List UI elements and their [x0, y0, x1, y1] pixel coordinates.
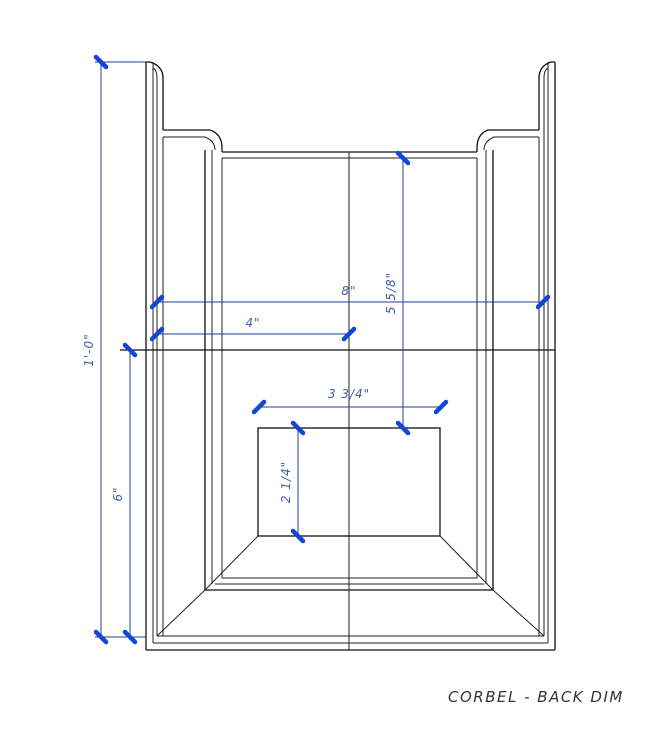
tick-full-right [535, 294, 551, 310]
tick-half-right [341, 326, 357, 342]
tick-slot-top [395, 150, 411, 166]
tick-recess-bottom [290, 528, 306, 544]
tick-recess-right [433, 399, 449, 415]
tick-mid-lower [122, 342, 138, 358]
tick-recess-top [290, 420, 306, 436]
dim-half-width: 4" [245, 316, 260, 330]
tick-bottom-left [93, 629, 109, 645]
tick-recess-left [251, 399, 267, 415]
tick-half-left [149, 326, 165, 342]
tick-full-left [149, 294, 165, 310]
dim-recess-width: 3 3/4" [328, 387, 370, 401]
drawing-caption: CORBEL - BACK DIM [448, 688, 624, 706]
recess-rect [257, 427, 441, 537]
dim-full-width: 8" [341, 284, 356, 298]
dim-lower-height: 6" [111, 486, 125, 501]
tick-slot-bottom [395, 420, 411, 436]
corbel-outline [120, 61, 556, 651]
dimension-lines [93, 54, 551, 645]
dim-slot-height: 5 5/8" [384, 272, 398, 314]
dim-overall-height: 1'-0" [82, 333, 96, 366]
tick-top-left [93, 54, 109, 70]
tick-bottom-lower [122, 629, 138, 645]
dim-recess-height: 2 1/4" [279, 461, 293, 503]
